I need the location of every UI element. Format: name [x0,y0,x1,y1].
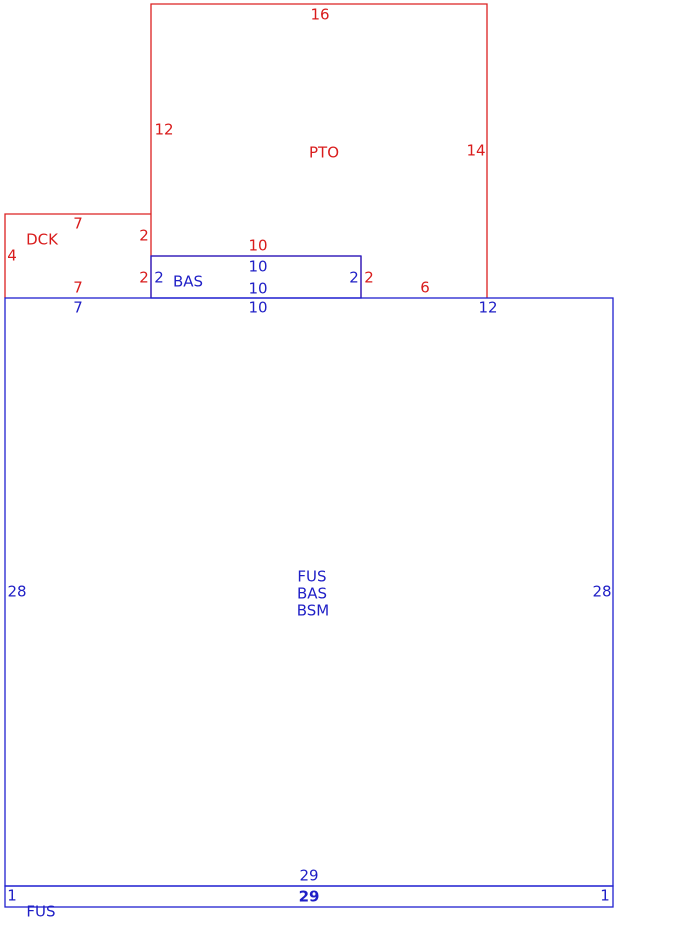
pto-dim-bottom-right: 6 [420,279,430,297]
main-dim-left: 28 [7,583,26,601]
dck-dim-left: 4 [7,247,17,265]
main-dim-top-right: 12 [478,299,497,317]
pto-label: PTO [309,144,339,162]
pto-dim-inner-side: 2 [364,269,374,287]
bas-small-dim-top: 10 [248,258,267,276]
dck-label: DCK [26,231,59,249]
fus-strip-dim-right: 1 [600,887,610,905]
main-dim-right: 28 [592,583,611,601]
dck-dim-bottom: 7 [73,279,83,297]
main-label-bsm: BSM [297,602,330,620]
main-label-fus: FUS [297,568,326,586]
dck-dim-right-lower: 2 [139,269,149,287]
fus-strip-dim-top: 29 [299,888,320,906]
main-dim-top-mid: 10 [248,299,267,317]
bas-small-dim-right: 2 [349,269,359,287]
fus-strip-label: FUS [26,903,55,921]
fus-strip-dim-left: 1 [7,887,17,905]
pto-dim-top: 16 [310,6,329,24]
pto-dim-inner-top: 10 [248,237,267,255]
main-dim-top-left: 7 [73,299,83,317]
dck-outline [4,213,151,298]
bas-small-label: BAS [173,273,203,291]
main-dim-bottom: 29 [299,867,318,885]
bas-small-dim-left: 2 [154,269,164,287]
pto-dim-right: 14 [466,142,485,160]
dck-dim-top: 7 [73,215,83,233]
bas-small-dim-bottom: 10 [248,280,267,298]
main-label-bas: BAS [297,585,327,603]
dck-dim-right-upper: 2 [139,227,149,245]
pto-dim-left: 12 [154,121,173,139]
fus-strip-outline [4,885,614,908]
